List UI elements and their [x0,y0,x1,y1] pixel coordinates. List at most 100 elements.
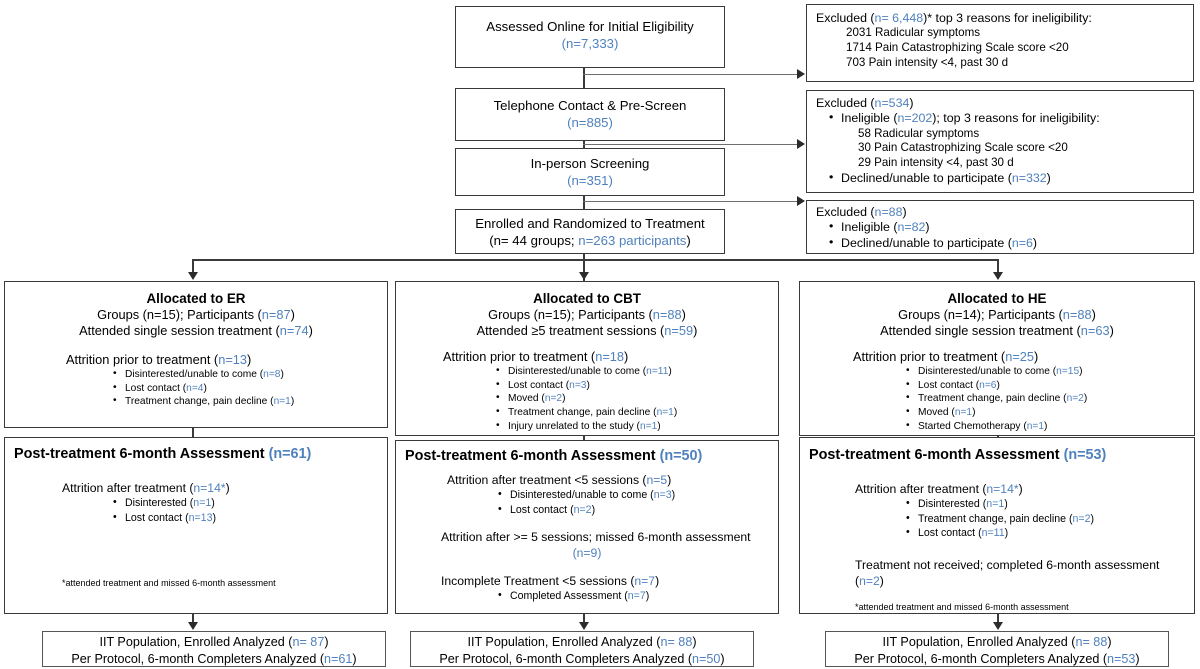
branch-bar [192,259,998,261]
box-post-treatment-cbt: Post-treatment 6-month Assessment (n=50)… [395,440,779,614]
alloc-title-he: Allocated to HE [947,291,1047,306]
post-title-he: Post-treatment 6-month Assessment (n=53) [809,447,1107,463]
connector-alloc-post-er [192,428,194,437]
excluded3-bullet-declined: Declined/unable to participate (n=6) [828,235,1184,251]
connector-alloc-post-cbt [583,436,585,440]
list-item: Completed Assessment (n=7) [497,588,769,604]
telephone-n: (n=885) [567,115,613,130]
list-item: Treatment change, pain decline (n=1) [112,394,378,409]
post-attrition-head-he: Attrition after treatment (n=14*) [855,482,1023,496]
alloc-attended-cbt: Attended ≥5 treatment sessions (n=59) [476,323,698,339]
randomized-title: Enrolled and Randomized to Treatment [475,216,705,231]
list-item: Treatment change, pain decline (n=1) [495,405,769,420]
box-post-treatment-he: Post-treatment 6-month Assessment (n=53)… [799,437,1195,614]
list-item: Moved (n=1) [905,405,1185,420]
box-telephone-contact: Telephone Contact & Pre-Screen (n=885) [455,88,725,141]
post-note-he: *attended treatment and missed 6-month a… [855,601,1069,612]
box-inperson-screening: In-person Screening (n=351) [455,148,725,196]
excluded2-bullets: Ineligible (n=202); top 3 reasons for in… [816,110,1184,186]
connector-inperson-randomized [583,196,585,209]
alloc-groups-cbt: Groups (n=15); Participants (n=88) [488,307,686,322]
connector-post-iit-cbt [583,614,585,624]
excluded2-head: Excluded (n=534) [816,96,914,110]
branch-drop-he [997,259,999,274]
branch-drop-cbt [583,259,585,274]
list-item: Disinterested/unable to come (n=8) [112,367,378,382]
excluded1-reasons: 2031 Radicular symptoms 1714 Pain Catast… [846,26,1069,69]
excluded3-bullet-ineligible: Ineligible (n=82) [828,219,1184,235]
alloc-attrition-list-er: Disinterested/unable to come (n=8) Lost … [14,367,378,409]
excluded2-bullet-ineligible: Ineligible (n=202); top 3 reasons for in… [828,110,1184,170]
inperson-title: In-person Screening [530,156,650,171]
arrow-head-excluded-3 [797,196,805,206]
list-item: Lost contact (n=2) [497,502,769,518]
list-item: Lost contact (n=6) [905,378,1185,393]
arrow-line-excluded-1 [583,74,798,76]
excluded2-reasons: 58 Radicular symptoms 30 Pain Catastroph… [858,126,1068,169]
post-title-er: Post-treatment 6-month Assessment (n=61) [14,446,312,462]
list-item: Lost contact (n=4) [112,381,378,396]
connector-assessed-telephone [583,68,585,88]
arrow-post-iit-cbt [579,622,589,630]
excluded1-head: Excluded (n= 6,448)* top 3 reasons for i… [816,11,1092,25]
alloc-attrition-list-he: Disinterested/unable to come (n=15) Lost… [809,364,1185,434]
list-item: Treatment change, pain decline (n=2) [905,391,1185,406]
iit-enrolled-cbt: IIT Population, Enrolled Analyzed (n= 88… [467,635,697,649]
list-item: Lost contact (n=3) [495,378,769,393]
alloc-groups-he: Groups (n=14); Participants (n=88) [898,307,1096,322]
box-excluded-online: Excluded (n= 6,448)* top 3 reasons for i… [806,4,1194,82]
post-attrition-ge5-n-cbt: (n=9) [572,546,602,561]
iit-enrolled-he: IIT Population, Enrolled Analyzed (n= 88… [882,635,1112,649]
list-item: Moved (n=2) [495,391,769,406]
list-item: Disinterested/unable to come (n=11) [495,364,769,379]
arrow-post-iit-he [993,622,1003,630]
box-allocated-cbt: Allocated to CBT Groups (n=15); Particip… [395,281,779,436]
list-item: Lost contact (n=11) [905,525,1185,541]
alloc-title-cbt: Allocated to CBT [533,291,641,306]
box-excluded-screening: Excluded (n=88) Ineligible (n=82) Declin… [806,200,1194,254]
arrow-head-excluded-2 [797,139,805,149]
assessed-title: Assessed Online for Initial Eligibility [486,19,694,34]
list-item: Treatment change, pain decline (n=2) [905,511,1185,527]
box-excluded-telephone: Excluded (n=534) Ineligible (n=202); top… [806,90,1194,193]
box-iit-er: IIT Population, Enrolled Analyzed (n= 87… [42,631,386,667]
excluded3-bullets: Ineligible (n=82) Declined/unable to par… [816,219,1184,251]
box-assessed-online: Assessed Online for Initial Eligibility … [455,6,725,68]
post-incomplete-list-cbt: Completed Assessment (n=7) [405,588,769,604]
iit-perprotocol-he: Per Protocol, 6-month Completers Analyze… [854,651,1140,666]
arrow-post-iit-er [188,622,198,630]
branch-drop-er [192,259,194,274]
arrow-head-excluded-1 [797,69,805,79]
connector-post-iit-he [997,614,999,624]
list-item: Injury unrelated to the study (n=1) [495,419,769,434]
post-attrition-list-cbt: Disinterested/unable to come (n=3) Lost … [405,487,769,518]
post-attrition-ge5-head-cbt: Attrition after >= 5 sessions; missed 6-… [441,530,751,545]
post-attrition-list-er: Disinterested (n=1) Lost contact (n=13) [14,495,378,526]
post-not-received-he: Treatment not received; completed 6-mont… [855,557,1160,588]
post-attrition-head-cbt: Attrition after treatment <5 sessions (n… [447,473,672,487]
list-item: Started Chemotherapy (n=1) [905,419,1185,434]
list-item: Disinterested (n=1) [905,496,1185,512]
alloc-attended-er: Attended single session treatment (n=74) [79,323,313,339]
branch-arrow-er [188,272,198,280]
telephone-title: Telephone Contact & Pre-Screen [493,98,687,113]
box-enrolled-randomized: Enrolled and Randomized to Treatment (n=… [455,209,725,254]
alloc-attended-he: Attended single session treatment (n=63) [880,323,1114,339]
excluded3-head: Excluded (n=88) [816,205,907,219]
box-iit-he: IIT Population, Enrolled Analyzed (n= 88… [825,631,1169,667]
assessed-n: (n=7,333) [561,36,619,51]
iit-enrolled-er: IIT Population, Enrolled Analyzed (n= 87… [99,635,329,649]
excluded2-bullet-declined: Declined/unable to participate (n=332) [828,170,1184,186]
alloc-attrition-head-he: Attrition prior to treatment (n=25) [853,348,1039,364]
post-title-cbt: Post-treatment 6-month Assessment (n=50) [405,448,703,464]
post-note-er: *attended treatment and missed 6-month a… [62,578,276,589]
box-post-treatment-er: Post-treatment 6-month Assessment (n=61)… [4,437,388,614]
list-item: Lost contact (n=13) [112,510,378,526]
branch-arrow-he [993,272,1003,280]
box-iit-cbt: IIT Population, Enrolled Analyzed (n= 88… [410,631,754,667]
box-allocated-he: Allocated to HE Groups (n=14); Participa… [799,281,1195,436]
arrow-line-excluded-3 [583,201,798,203]
list-item: Disinterested/unable to come (n=15) [905,364,1185,379]
alloc-groups-er: Groups (n=15); Participants (n=87) [97,307,295,322]
